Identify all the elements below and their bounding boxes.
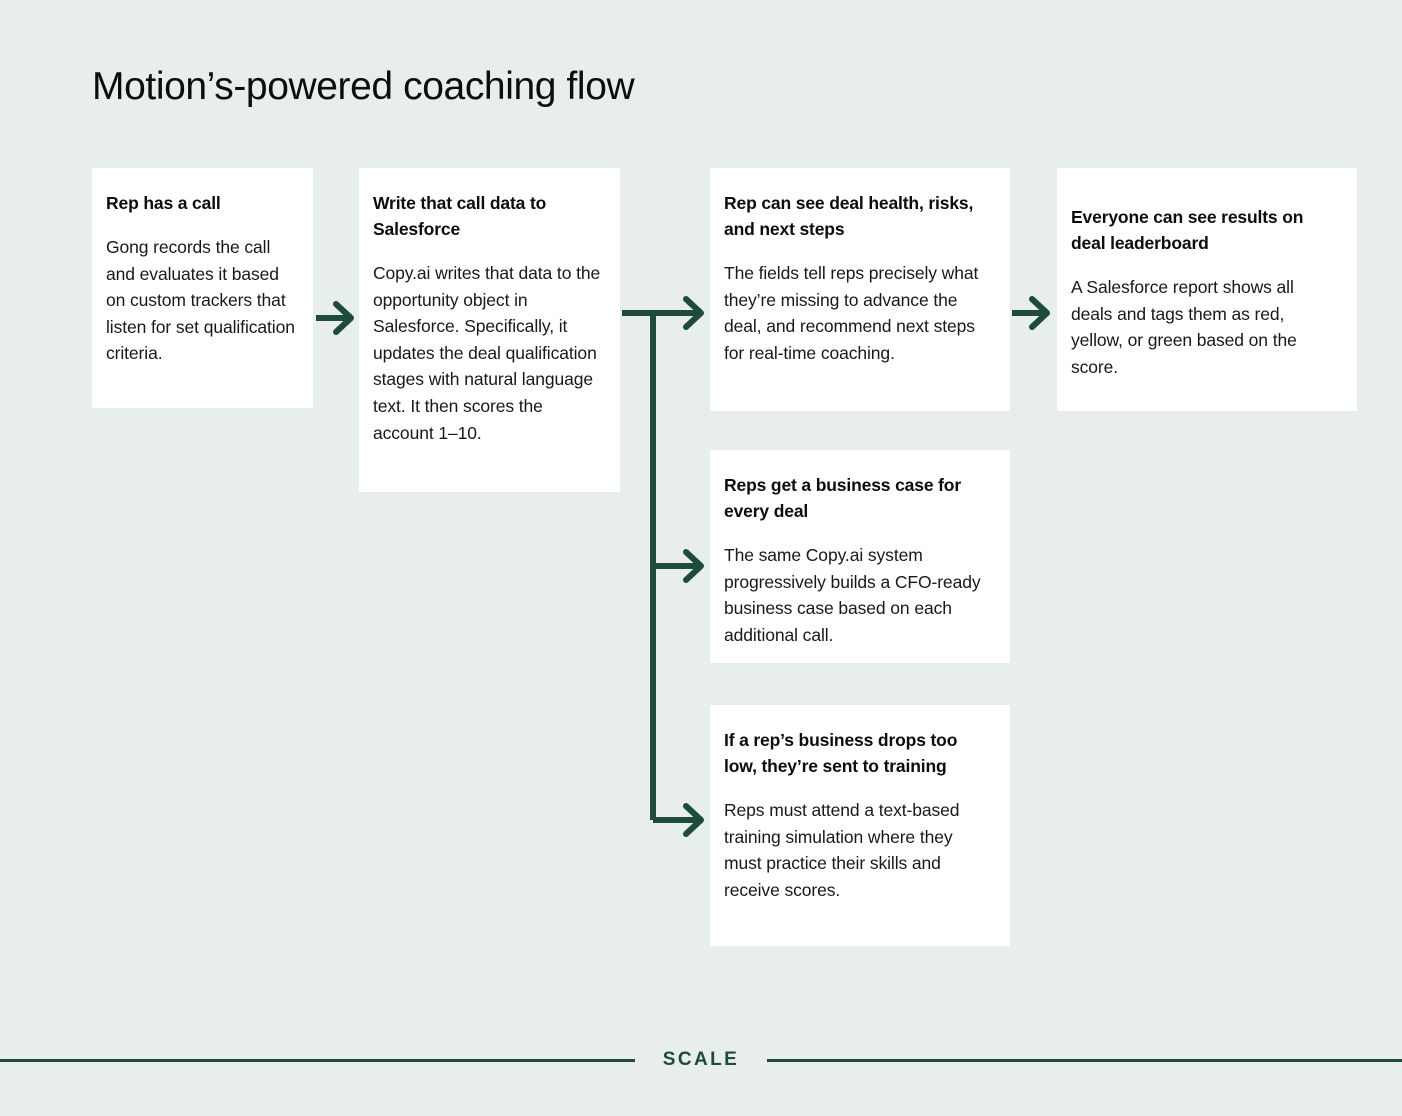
- card-title: Rep can see deal health, risks, and next…: [724, 193, 974, 239]
- scale-logo: SCALE: [662, 1049, 740, 1070]
- arrow-branch-to-card6: [653, 803, 704, 837]
- card-title: If a rep’s business drops too low, they’…: [724, 730, 958, 776]
- card-title: Rep has a call: [106, 193, 221, 213]
- branch-trunk-card2: [622, 310, 700, 820]
- flow-card-rep-has-a-call: Rep has a call Gong records the call and…: [92, 168, 313, 408]
- card-body: Reps must attend a text-based training s…: [724, 800, 960, 900]
- card-title: Write that call data to Salesforce: [373, 193, 547, 239]
- card-title: Everyone can see results on deal leaderb…: [1071, 207, 1304, 253]
- flow-card-rep-can-see-deal-health: Rep can see deal health, risks, and next…: [710, 168, 1010, 411]
- card-body: The fields tell reps precisely what they…: [724, 263, 979, 363]
- card-body: The same Copy.ai system progressively bu…: [724, 545, 981, 645]
- footer-rule-right: [767, 1058, 1402, 1062]
- card-title: Reps get a business case for every deal: [724, 475, 962, 521]
- arrow-card3-to-card4: [1012, 296, 1050, 330]
- card-body: Copy.ai writes that data to the opportun…: [373, 263, 601, 443]
- footer: SCALE: [0, 1040, 1402, 1080]
- card-body: Gong records the call and evaluates it b…: [106, 237, 295, 364]
- flow-card-everyone-can-see-results: Everyone can see results on deal leaderb…: [1057, 168, 1357, 411]
- flow-card-write-call-data-to-salesforce: Write that call data to Salesforce Copy.…: [359, 168, 620, 492]
- flow-card-rep-sent-to-training: If a rep’s business drops too low, they’…: [710, 705, 1010, 946]
- arrow-branch-to-card5: [653, 549, 704, 583]
- footer-rule-left: [0, 1058, 635, 1062]
- arrow-card1-to-card2: [316, 301, 354, 335]
- arrow-branch-to-card3: [683, 296, 704, 330]
- flow-card-reps-get-business-case: Reps get a business case for every deal …: [710, 450, 1010, 663]
- card-body: A Salesforce report shows all deals and …: [1071, 277, 1297, 377]
- page-title: Motion’s-powered coaching flow: [92, 65, 635, 108]
